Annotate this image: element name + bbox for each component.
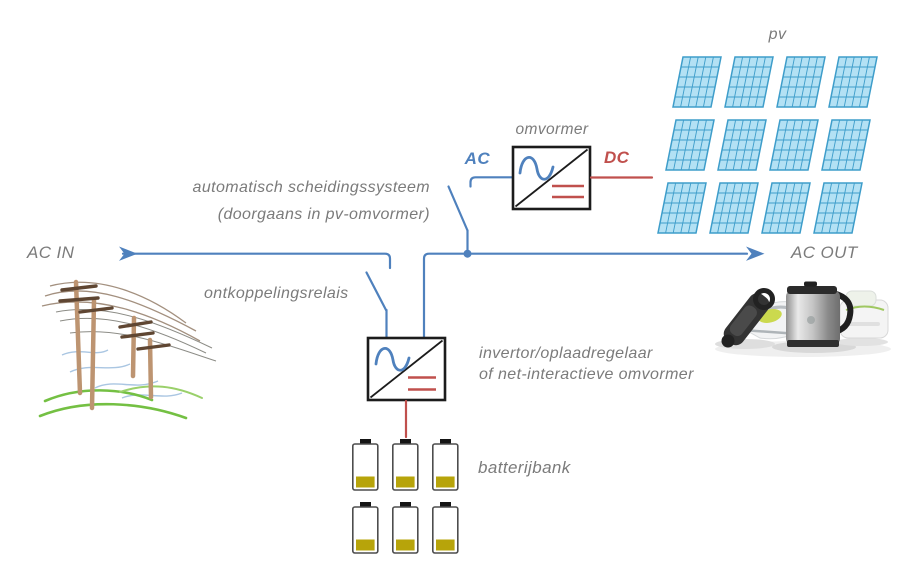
battery-inverter-line1: invertor/oplaadregelaar bbox=[479, 345, 653, 362]
battery-inverter-line2: of net-interactieve omvormer bbox=[479, 366, 694, 383]
dc-symbol-icon bbox=[408, 376, 436, 391]
handheld-vacuum bbox=[721, 288, 775, 348]
ac-out-arrow bbox=[746, 246, 765, 261]
ac-in-label: AC IN bbox=[27, 243, 75, 262]
pv-array bbox=[657, 56, 878, 234]
power-lines-sketch bbox=[38, 279, 217, 420]
switch-blade bbox=[447, 185, 469, 232]
ac-side-label: AC bbox=[464, 149, 490, 168]
battery-inverter-box bbox=[366, 336, 447, 439]
auto-disconnect-switch bbox=[447, 176, 515, 252]
auto-disconnect-line2: (doorgaans in pv-omvormer) bbox=[217, 206, 430, 223]
ac-bus-left bbox=[121, 252, 392, 270]
auto-disconnect-line1: automatisch scheidingssysteem bbox=[192, 179, 430, 196]
pv-inverter-label: omvormer bbox=[515, 121, 589, 138]
appliances-image bbox=[715, 281, 891, 357]
pv-inverter-box bbox=[511, 145, 654, 211]
pv-label: pv bbox=[768, 26, 787, 43]
switch-blade bbox=[365, 271, 388, 312]
dc-symbol-icon bbox=[552, 184, 584, 199]
ac-out-label: AC OUT bbox=[791, 243, 858, 262]
battery-bank bbox=[351, 438, 459, 554]
kettle bbox=[786, 281, 854, 347]
decoupling-relay-switch bbox=[365, 271, 388, 340]
ac-sine-icon bbox=[374, 347, 411, 372]
ac-bus bbox=[119, 246, 765, 340]
dc-side-label: DC bbox=[604, 148, 630, 167]
ac-sine-icon bbox=[518, 156, 555, 181]
ac-bus-right bbox=[422, 252, 749, 340]
battery-bank-label: batterijbank bbox=[478, 458, 571, 477]
decoupling-relay-label: ontkoppelingsrelais bbox=[204, 285, 349, 302]
junction-dot bbox=[463, 249, 472, 258]
